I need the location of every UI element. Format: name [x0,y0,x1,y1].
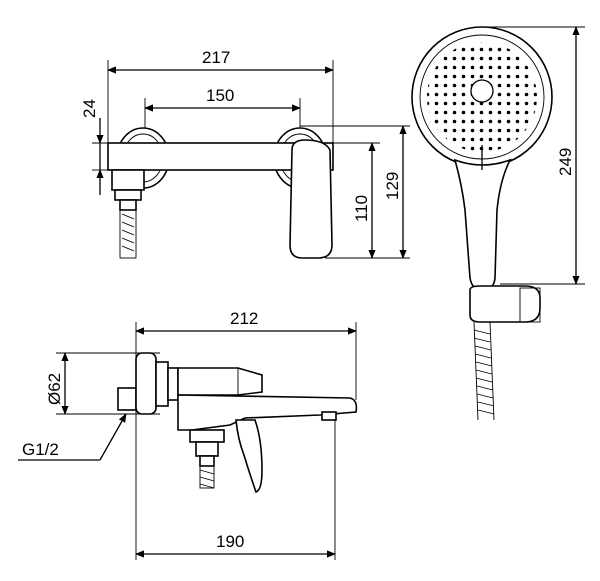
dim-24: 24 [80,99,99,118]
thread-label: G1/2 [22,440,59,459]
dim-150: 150 [206,86,234,105]
dim-190: 190 [216,532,244,551]
dim-212: 212 [230,309,258,328]
top-view: 217 150 24 110 129 [80,48,410,259]
dim-110: 110 [352,195,371,222]
side-view: 212 190 Ø62 G1/2 [18,309,358,560]
dim-129: 129 [383,172,402,200]
dim-249: 249 [556,148,575,176]
hand-shower: 249 [411,26,585,421]
dim-217: 217 [202,48,230,67]
dim-diameter-62: Ø62 [45,373,64,405]
